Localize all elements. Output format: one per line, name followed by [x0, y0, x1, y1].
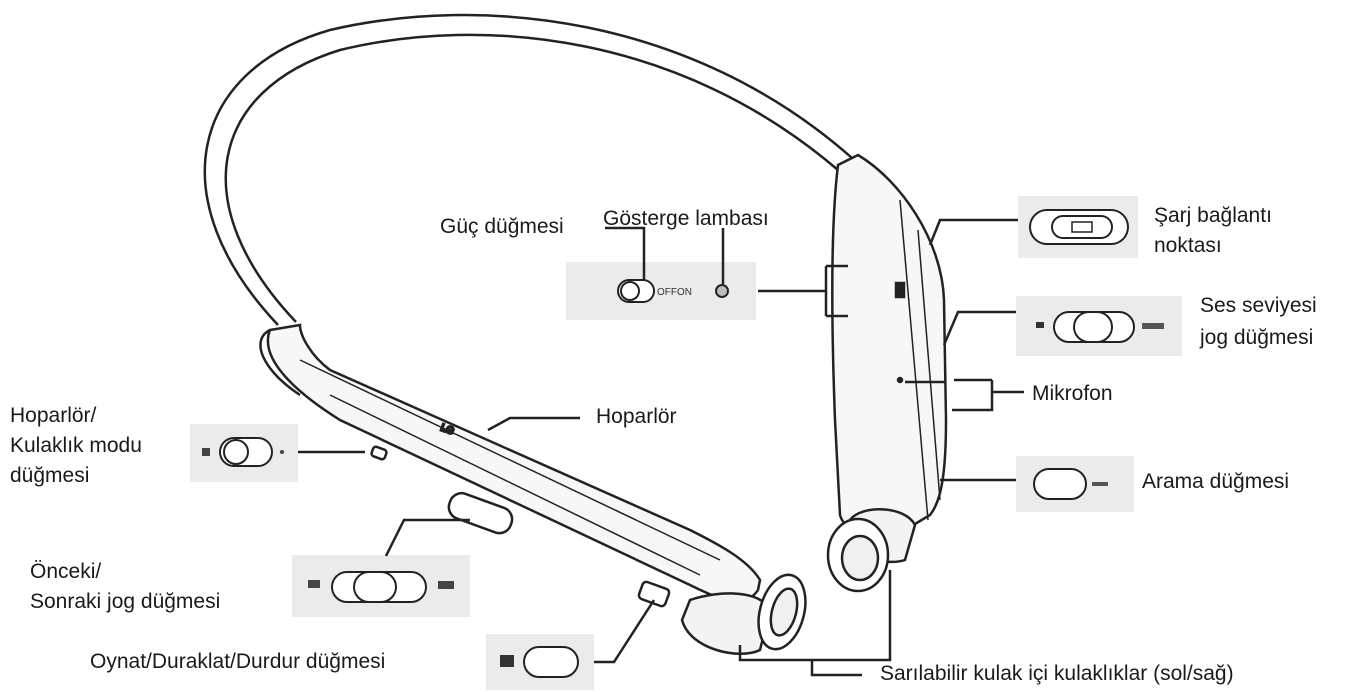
power-panel: OFFON — [566, 262, 756, 320]
call-button-label: Arama düğmesi — [1142, 470, 1290, 493]
mode-button-label-line1: Hoparlör/ — [10, 404, 97, 427]
prevnext-jog-label-line1: Önceki/ — [30, 560, 102, 583]
charge-port-label-line2: noktası — [1154, 234, 1222, 257]
mode-button-label-line3: düğmesi — [10, 464, 90, 487]
left-module: LG — [259, 323, 762, 608]
charge-port-label-line1: Şarj bağlantı — [1154, 204, 1272, 227]
left-earbud — [680, 573, 807, 655]
leader-lines — [298, 218, 1024, 677]
power-button-label: Güç düğmesi — [440, 215, 564, 238]
mode-panel — [190, 424, 298, 482]
prevnext-panel — [292, 555, 470, 617]
prevnext-jog-label-line2: Sonraki jog düğmesi — [30, 590, 221, 613]
switch-text: OFFON — [657, 287, 692, 298]
right-module — [831, 153, 948, 537]
earbuds-label: Sarılabilir kulak içi kulaklıklar (sol/s… — [880, 662, 1234, 685]
charge-panel — [1018, 196, 1138, 258]
indicator-light-label: Gösterge lambası — [603, 207, 769, 230]
neckband — [203, 13, 853, 326]
play-pause-stop-label: Oynat/Duraklat/Durdur düğmesi — [90, 650, 386, 673]
speaker-label: Hoparlör — [596, 405, 677, 428]
volume-jog-label-line1: Ses seviyesi — [1200, 294, 1317, 317]
volume-jog-label-line2: jog düğmesi — [1200, 326, 1314, 349]
mode-button-label-line2: Kulaklık modu — [10, 434, 142, 457]
play-panel — [486, 634, 594, 690]
call-panel — [1016, 456, 1134, 512]
microphone-label: Mikrofon — [1032, 382, 1113, 405]
right-earbud — [826, 508, 917, 593]
volume-panel — [1016, 296, 1182, 356]
